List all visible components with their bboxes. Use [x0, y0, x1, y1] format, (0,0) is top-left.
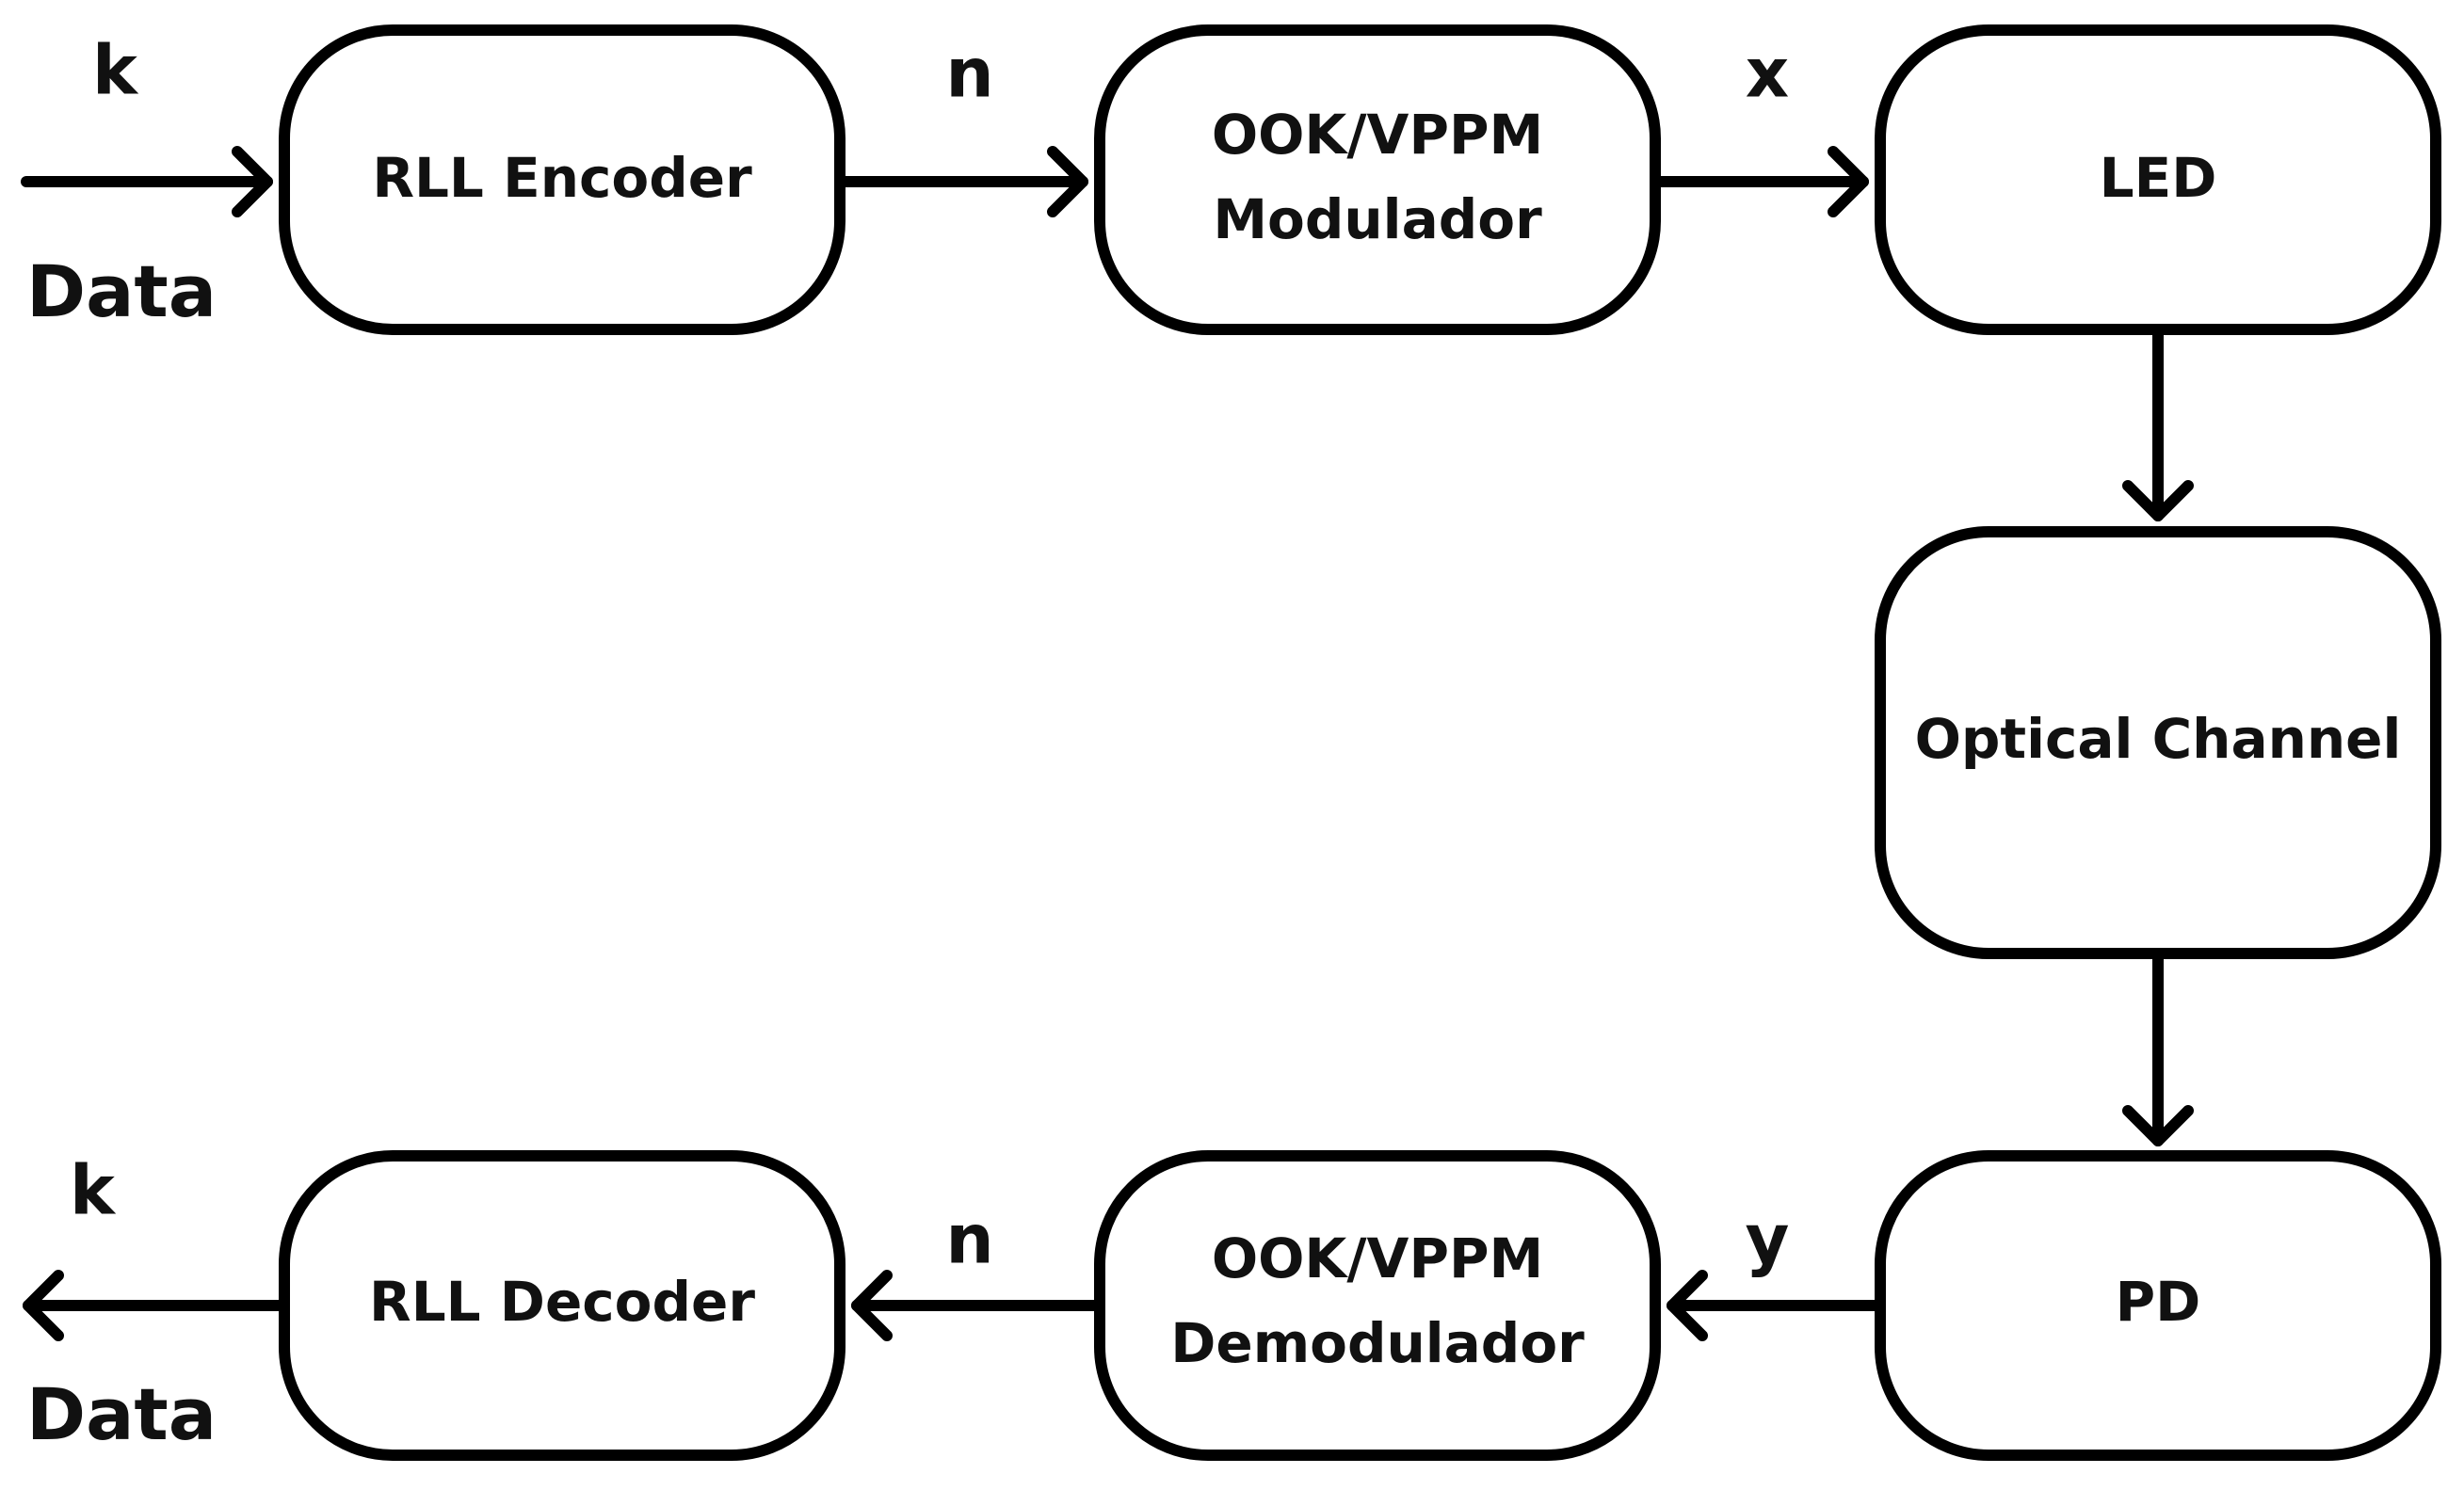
demodulator-label-line1: OOK/VPPM — [1212, 1226, 1543, 1290]
arrow-encoder-to-modulator — [834, 146, 1088, 217]
modulator-block: OOK/VPPM Modulador — [1094, 24, 1661, 335]
rll-decoder-block: RLL Decoder — [279, 1150, 845, 1461]
optical-channel-block: Optical Channel — [1875, 526, 2441, 959]
rll-encoder-block: RLL Encoder — [279, 24, 845, 335]
rll-encoder-label: RLL Encoder — [372, 146, 752, 210]
modulator-output-x-label: x — [1746, 34, 1789, 113]
arrow-led-to-channel — [2122, 324, 2194, 521]
arrow-pd-to-demodulator — [1667, 1270, 1886, 1341]
arrow-demodulator-to-decoder — [851, 1270, 1105, 1341]
arrow-input-to-encoder — [21, 146, 273, 217]
optical-channel-label: Optical Channel — [1915, 707, 2402, 771]
modulator-label-line1: OOK/VPPM — [1212, 103, 1543, 167]
led-block: LED — [1875, 24, 2441, 335]
arrow-decoder-to-output — [23, 1270, 290, 1341]
input-k-label: k — [92, 31, 139, 110]
demodulator-label-line2: Demodulador — [1170, 1311, 1585, 1375]
encoder-output-n-label: n — [945, 34, 993, 113]
output-data-label: Data — [26, 1372, 217, 1456]
pd-label: PD — [2116, 1270, 2201, 1334]
rll-decoder-label: RLL Decoder — [369, 1270, 755, 1334]
modulator-label-line2: Modulador — [1213, 187, 1542, 251]
input-data-label: Data — [26, 249, 217, 333]
demodulator-output-n-label: n — [945, 1200, 993, 1279]
led-label: LED — [2100, 146, 2217, 210]
arrow-modulator-to-led — [1650, 146, 1869, 217]
pd-block: PD — [1875, 1150, 2441, 1461]
demodulator-block: OOK/VPPM Demodulador — [1094, 1150, 1661, 1461]
pd-output-y-label: y — [1746, 1200, 1790, 1279]
arrow-channel-to-pd — [2122, 948, 2194, 1146]
output-k-label: k — [70, 1151, 117, 1230]
